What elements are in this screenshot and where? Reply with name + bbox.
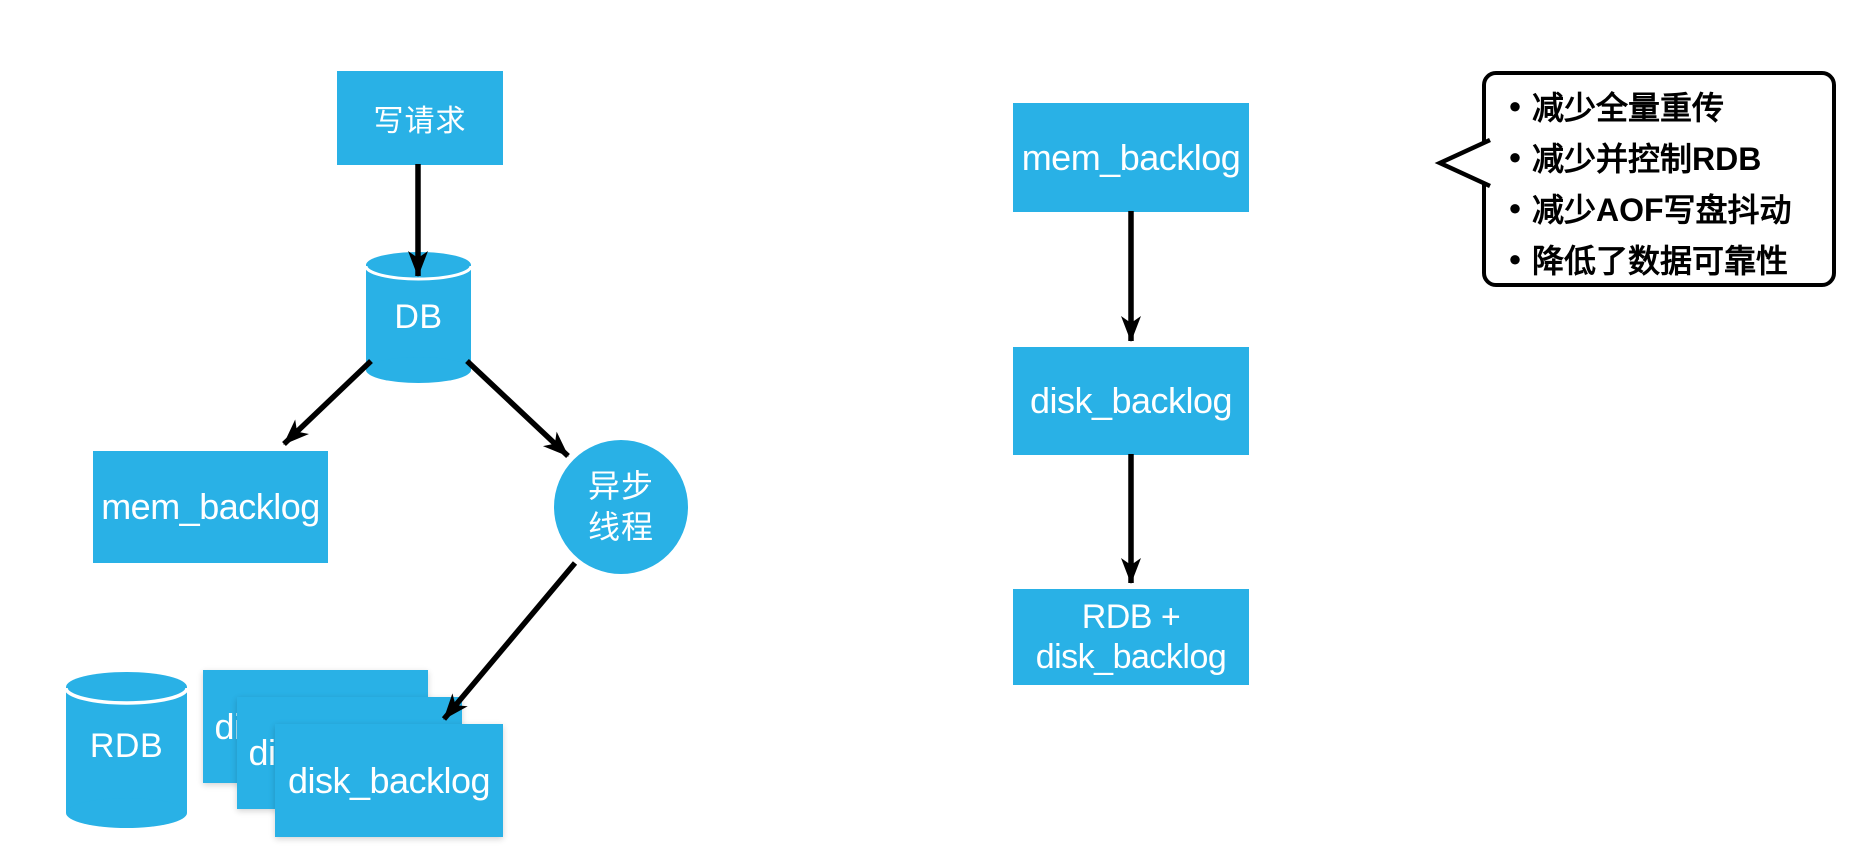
arrow-async-thread-to-stack	[441, 561, 578, 721]
callout-bullet-row: ● 降低了数据可靠性	[1498, 233, 1818, 284]
arrow-db-to-async-thread	[465, 358, 570, 459]
callout-bullet-row: ● 减少全量重传	[1498, 80, 1818, 131]
node-write-request: 写请求	[337, 71, 503, 165]
mem-backlog-mid-label: mem_backlog	[1021, 136, 1241, 178]
rdb-cylinder-shape	[66, 672, 187, 828]
bullet-icon: ●	[1508, 92, 1522, 118]
disk-backlog-stack-front-label: disk_backlog	[287, 759, 491, 801]
db-cylinder: DB	[366, 252, 471, 383]
callout-bubble: ● 减少全量重传 ● 减少并控制RDB ● 减少AOF写盘抖动 ● 降低了数据可…	[1482, 71, 1836, 287]
async-thread-line1: 异步	[587, 468, 654, 504]
callout-bullet-text: 减少并控制RDB	[1532, 140, 1762, 177]
db-label: DB	[394, 298, 443, 336]
node-rdb-disk-backlog: RDB + disk_backlog	[1013, 589, 1249, 685]
rdb-label: RDB	[89, 726, 164, 765]
callout-bullet-text: 减少AOF写盘抖动	[1532, 191, 1792, 228]
mem-backlog-left-label: mem_backlog	[101, 486, 320, 527]
node-async-thread: 异步 线程	[554, 440, 688, 574]
callout-bullet-text: 减少全量重传	[1532, 89, 1725, 126]
node-mem-backlog-mid: mem_backlog	[1013, 103, 1249, 212]
callout-bullet-row: ● 减少AOF写盘抖动	[1498, 182, 1818, 233]
callout-bullet-row: ● 减少并控制RDB	[1498, 131, 1818, 182]
callout-bullet-text: 降低了数据可靠性	[1532, 242, 1789, 279]
node-mem-backlog-left: mem_backlog	[93, 451, 328, 563]
bullet-icon: ●	[1508, 143, 1522, 169]
node-disk-backlog-mid: disk_backlog	[1013, 347, 1249, 455]
rdb-disk-line1: RDB +	[1081, 598, 1181, 636]
bullet-icon: ●	[1508, 194, 1522, 220]
disk-backlog-stack-front: disk_backlog	[275, 724, 503, 837]
bullet-icon: ●	[1508, 245, 1522, 271]
db-cylinder-shape	[366, 252, 471, 383]
write-request-label: 写请求	[373, 105, 467, 138]
rdb-cylinder: RDB	[66, 672, 187, 828]
rdb-disk-line2: disk_backlog	[1035, 638, 1227, 676]
disk-backlog-mid-label: disk_backlog	[1029, 380, 1233, 421]
async-thread-line2: 线程	[587, 509, 654, 545]
arrow-db-to-mem-backlog	[282, 359, 373, 446]
